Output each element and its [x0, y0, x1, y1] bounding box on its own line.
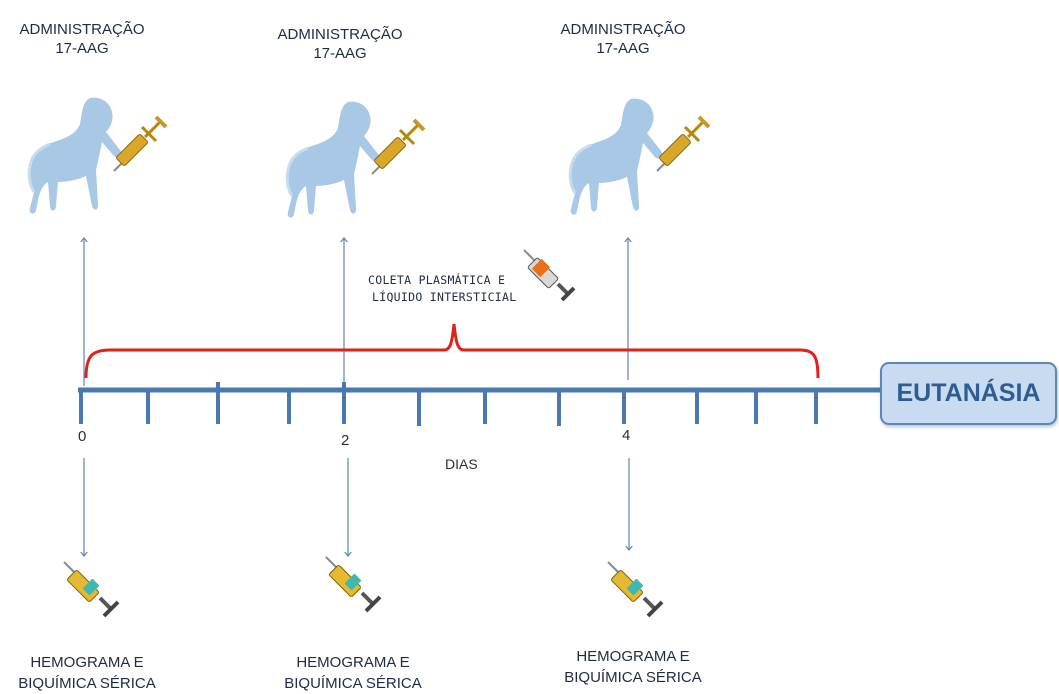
- sampling-label-day4: HEMOGRAMA E BIQUÍMICA SÉRICA: [558, 646, 708, 688]
- collection-period-bracket: [86, 324, 818, 378]
- eutanasia-box: EUTANÁSIA: [880, 362, 1057, 425]
- syringe-blood-icon: [64, 562, 118, 616]
- administration-label-day2: ADMINISTRAÇÃO 17-AAG: [266, 25, 414, 63]
- syringe-blood-icon: [608, 562, 662, 616]
- syringe-gold-icon: [372, 120, 424, 174]
- syringe-blood-icon: [326, 557, 380, 611]
- sampling-label-day0: HEMOGRAMA E BIQUÍMICA SÉRICA: [12, 652, 162, 694]
- sampling-label-line1: HEMOGRAMA E: [12, 652, 162, 673]
- sampling-label-line1: HEMOGRAMA E: [558, 646, 708, 667]
- drug-name: 17-AAG: [8, 39, 156, 58]
- administration-title: ADMINISTRAÇÃO: [8, 20, 156, 39]
- collection-label-line1: COLETA PLASMÁTICA E: [368, 272, 516, 289]
- dog-silhouette-icon: [570, 99, 662, 215]
- sampling-label-day2: HEMOGRAMA E BIQUÍMICA SÉRICA: [278, 652, 428, 694]
- day-label-0: 0: [78, 428, 86, 445]
- sampling-label-line2: BIQUÍMICA SÉRICA: [558, 667, 708, 688]
- dog-silhouette-icon: [29, 98, 121, 214]
- administration-label-day0: ADMINISTRAÇÃO 17-AAG: [8, 20, 156, 58]
- day-label-4: 4: [622, 427, 630, 444]
- drug-name: 17-AAG: [266, 44, 414, 63]
- axis-label: DIAS: [445, 456, 478, 472]
- syringe-gold-icon: [657, 117, 709, 171]
- drug-name: 17-AAG: [549, 39, 697, 58]
- sampling-label-line1: HEMOGRAMA E: [278, 652, 428, 673]
- collection-label-line2: LÍQUIDO INTERSTICIAL: [368, 289, 516, 306]
- dog-silhouette-icon: [287, 102, 379, 218]
- syringe-gold-icon: [114, 117, 166, 171]
- collection-label: COLETA PLASMÁTICA E LÍQUIDO INTERSTICIAL: [368, 272, 516, 306]
- eutanasia-label: EUTANÁSIA: [897, 379, 1041, 408]
- administration-title: ADMINISTRAÇÃO: [549, 20, 697, 39]
- day-label-2: 2: [341, 432, 349, 449]
- administration-label-day4: ADMINISTRAÇÃO 17-AAG: [549, 20, 697, 58]
- syringe-orange-icon: [524, 250, 574, 300]
- administration-title: ADMINISTRAÇÃO: [266, 25, 414, 44]
